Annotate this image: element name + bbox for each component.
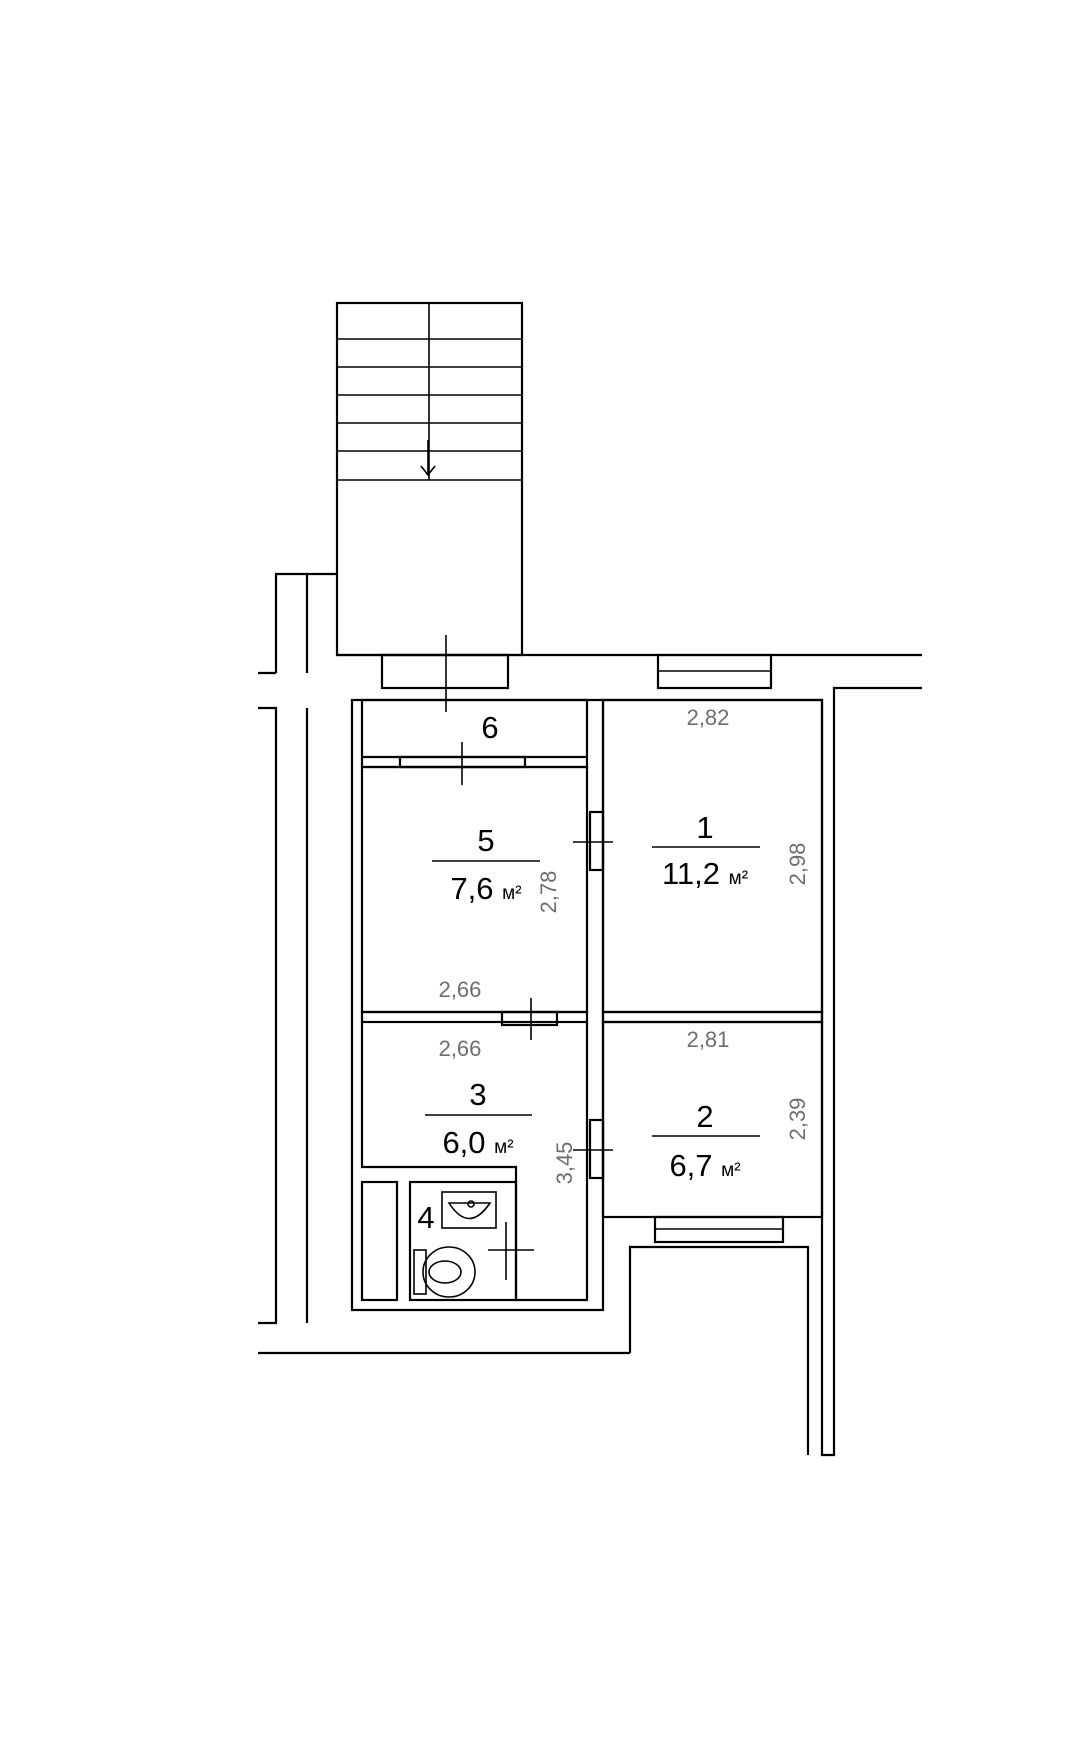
room-2-number: 2 [696, 1099, 713, 1134]
room-3-height-dimension: 3,45 [552, 1142, 577, 1185]
room-6-number: 6 [481, 710, 498, 745]
staircase [335, 301, 524, 657]
room-5-label: 5 7,6 м² [432, 823, 540, 906]
room-4-number: 4 [417, 1200, 434, 1235]
room-2-height-dimension: 2,39 [785, 1098, 810, 1141]
toilet-icon [413, 1246, 476, 1298]
room-3-number: 3 [469, 1077, 486, 1112]
bathroom-fixtures [413, 1191, 497, 1298]
room-2-width-dimension: 2,81 [687, 1027, 730, 1052]
room-2-label: 2 6,7 м² [652, 1099, 760, 1183]
room-3-width-dimension: 2,66 [439, 1036, 482, 1061]
room-1-number: 1 [696, 810, 713, 845]
room-1-area: 11,2 м² [662, 856, 748, 891]
room-3-label: 3 6,0 м² [425, 1077, 532, 1160]
room-1-width-dimension: 2,82 [687, 705, 730, 730]
room-1-label: 1 11,2 м² [652, 810, 760, 891]
room-5-area: 7,6 м² [450, 871, 521, 906]
room-5-width-dimension: 2,66 [439, 977, 482, 1002]
room-2-area: 6,7 м² [669, 1148, 740, 1183]
room-5-number: 5 [477, 823, 494, 858]
left-outer-walls [258, 572, 810, 1455]
stair-direction-arrow-icon [420, 440, 436, 477]
sink-icon [441, 1191, 497, 1229]
door-marks [445, 635, 613, 1280]
room-1-height-dimension: 2,98 [785, 843, 810, 886]
room-3-area: 6,0 м² [442, 1125, 513, 1160]
room-5-height-dimension: 2,78 [536, 871, 561, 914]
